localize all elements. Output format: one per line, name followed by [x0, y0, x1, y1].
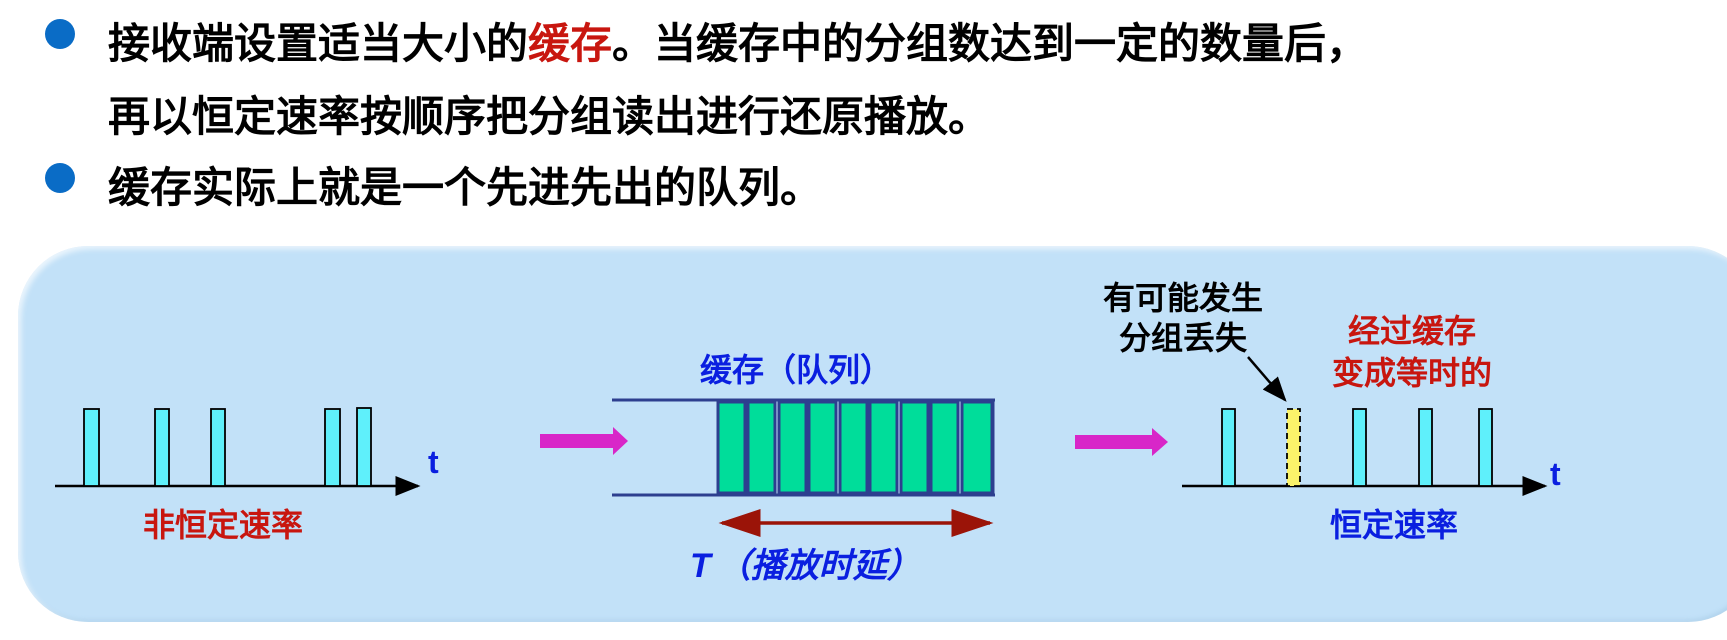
lost-packet — [1286, 408, 1301, 487]
packet — [1221, 408, 1236, 487]
packet — [324, 408, 341, 487]
playout-delay-label: T（播放时延） — [690, 538, 921, 587]
packet — [1352, 408, 1367, 487]
bullet-1-line-2: 再以恒定速率按顺序把分组读出进行还原播放。 — [108, 83, 990, 144]
buffer-cell — [838, 400, 869, 495]
bullet-dot-1 — [45, 19, 75, 49]
loss-pointer-arrow — [1247, 356, 1287, 402]
bullet-2-line-1: 缓存实际上就是一个先进先出的队列。 — [108, 154, 822, 215]
text-segment: 再以恒定速率按顺序把分组读出进行还原播放。 — [108, 92, 991, 141]
text-segment: 接收端设置适当大小的 — [108, 19, 529, 68]
packet — [356, 407, 372, 487]
delay-symbol-T: T — [690, 547, 711, 585]
packet — [1418, 408, 1433, 487]
buffer-cell — [716, 400, 747, 495]
buffer-cell — [777, 400, 808, 495]
flow-arrow-in — [540, 427, 628, 455]
highlight-buffer-term: 缓存 — [528, 19, 613, 68]
packet — [154, 408, 170, 487]
flow-arrow-out — [1075, 428, 1168, 456]
packet — [1478, 408, 1493, 487]
input-stream — [55, 407, 421, 496]
buffer-cell — [960, 400, 994, 495]
text-segment: 。当缓存中的分组数达到一定的数量后， — [612, 19, 1369, 68]
buffer-cell — [929, 400, 960, 495]
buffer-cell — [807, 400, 838, 495]
output-stream — [1182, 356, 1548, 496]
input-rate-label: 非恒定速率 — [143, 506, 304, 544]
bullet-1-line-1: 接收端设置适当大小的缓存。当缓存中的分组数达到一定的数量后， — [108, 10, 1368, 71]
isochronous-note: 经过缓存 变成等时的 — [1308, 310, 1492, 394]
buffer-title: 缓存（队列） — [700, 351, 893, 389]
loss-note: 有可能发生 分组丢失 — [1103, 278, 1263, 358]
delay-text: （播放时延） — [716, 546, 921, 586]
input-axis-label-t: t — [428, 444, 439, 480]
packet — [83, 408, 100, 487]
buffer-cells — [716, 400, 994, 495]
text-segment: 缓存实际上就是一个先进先出的队列。 — [108, 163, 823, 212]
output-axis-label-t: t — [1550, 456, 1561, 492]
buffer-cell — [868, 400, 899, 495]
output-rate-label: 恒定速率 — [1329, 506, 1459, 544]
buffer-cell — [899, 400, 930, 495]
packet — [210, 408, 226, 487]
buffer-queue — [612, 398, 995, 537]
buffer-cell — [746, 400, 777, 495]
loss-note-line-2: 分组丢失 — [1119, 319, 1248, 357]
isochronous-note-line-1: 经过缓存 — [1347, 312, 1477, 350]
isochronous-note-line-2: 变成等时的 — [1331, 354, 1493, 392]
loss-note-line-1: 有可能发生 — [1103, 279, 1264, 317]
bullet-dot-2 — [45, 163, 75, 193]
